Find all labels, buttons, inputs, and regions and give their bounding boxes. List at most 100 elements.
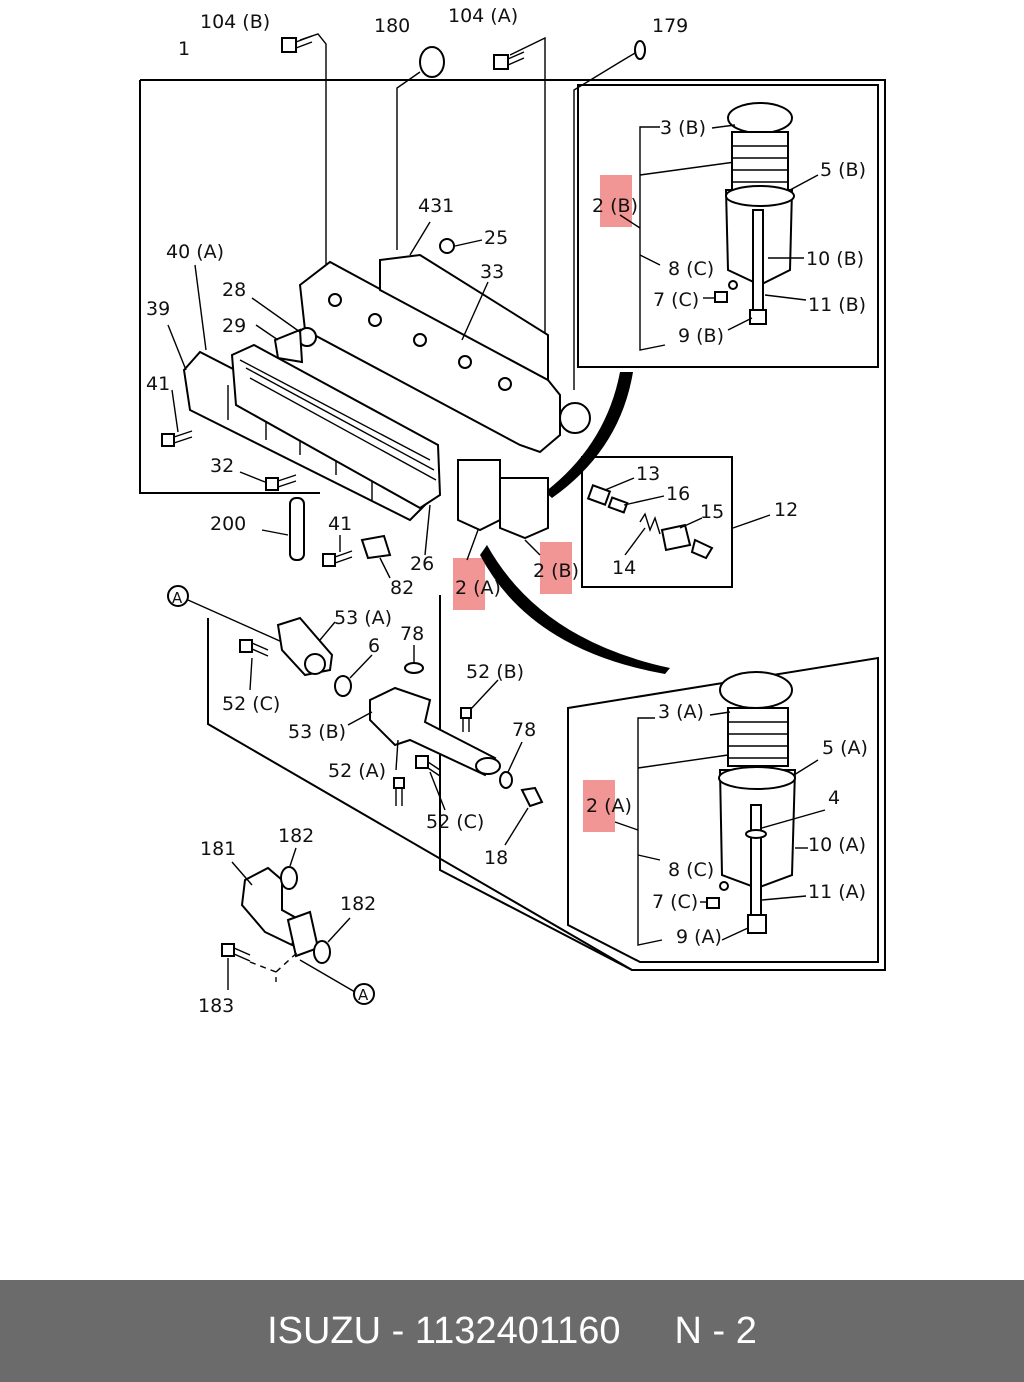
ring-3a-icon — [719, 671, 793, 709]
leader-52c-a — [249, 657, 253, 691]
label-52b: 52 (B) — [466, 661, 524, 683]
label-9a: 9 (A) — [676, 926, 722, 948]
callout-a-top-icon — [167, 585, 189, 607]
label-181: 181 — [200, 838, 236, 860]
label-11b: 11 (B) — [808, 294, 866, 316]
screw-15-end — [690, 538, 714, 560]
pipe-200 — [289, 497, 305, 561]
bracket-filter-a-top — [637, 754, 729, 769]
label-16: 16 — [666, 483, 690, 505]
arc-arrow-top — [545, 372, 633, 498]
washer-8c-a-icon — [719, 881, 729, 891]
label-callout-a-bottom: A — [358, 986, 369, 1004]
o-ring-78-top-icon — [404, 662, 424, 674]
label-12: 12 — [774, 499, 798, 521]
leader-26 — [424, 504, 431, 556]
leader-179 — [573, 49, 641, 390]
shaft-11b — [752, 209, 764, 311]
leader-29 — [255, 324, 279, 341]
plate-29 — [273, 328, 304, 364]
label-26: 26 — [410, 553, 434, 575]
element-5a-pleats-icon — [728, 721, 788, 759]
leader-41a — [171, 389, 179, 433]
leader-callout-a-bottom — [299, 959, 356, 993]
leader-9a — [721, 927, 749, 941]
label-2a-bottom: 2 (A) — [586, 795, 632, 817]
label-7c-b: 7 (C) — [653, 289, 699, 311]
leader-28 — [251, 297, 301, 333]
plug-7c-a — [706, 897, 720, 909]
label-39: 39 — [146, 298, 170, 320]
leader-181 — [231, 861, 253, 886]
bolt-41-top-icon — [161, 430, 193, 447]
label-29: 29 — [222, 315, 246, 337]
o-ring-182-top-icon — [280, 866, 298, 890]
highlight-2b-top — [600, 175, 632, 227]
label-28: 28 — [222, 279, 246, 301]
label-78-bottom: 78 — [512, 719, 536, 741]
bolt-52c-a-icon — [239, 639, 269, 657]
shaft-11a — [750, 804, 762, 916]
label-180: 180 — [374, 15, 410, 37]
bolt-183-icon — [221, 943, 251, 962]
label-3a: 3 (A) — [658, 701, 704, 723]
highlight-2a-mid — [453, 558, 485, 610]
inset-filter-a — [567, 656, 879, 963]
plug-7c-b — [714, 291, 728, 303]
bolt-32-icon — [265, 474, 297, 491]
label-14: 14 — [612, 557, 636, 579]
leader-52c-b — [429, 771, 446, 811]
bolt-104a-icon — [493, 51, 525, 70]
leader-82 — [379, 557, 391, 579]
leader-32 — [239, 471, 266, 483]
label-182-bottom: 182 — [340, 893, 376, 915]
leader-104a — [509, 36, 546, 380]
label-53b: 53 (B) — [288, 721, 346, 743]
o-ring-78-bottom-icon — [499, 771, 513, 789]
element-5a — [727, 707, 789, 767]
label-11a: 11 (A) — [808, 881, 866, 903]
leader-39 — [167, 324, 187, 371]
spring-14-icon — [639, 512, 661, 535]
leader-15 — [679, 517, 703, 529]
ring-3b-icon — [727, 102, 793, 134]
case-10b-rim-icon — [725, 185, 795, 207]
bolt-41-lower-icon — [322, 550, 353, 567]
leader-52b — [469, 679, 499, 711]
label-3b: 3 (B) — [660, 117, 706, 139]
label-179: 179 — [652, 15, 688, 37]
label-25: 25 — [484, 227, 508, 249]
label-4: 4 — [828, 787, 840, 809]
fitting-18 — [520, 786, 544, 808]
case-10a-rim-icon — [718, 766, 796, 790]
leader-2a-mid — [466, 529, 479, 561]
leader-4 — [761, 809, 826, 829]
highlight-2b-mid — [540, 542, 572, 594]
footer-page-code: N - 2 — [674, 1309, 757, 1352]
leader-53a — [319, 621, 336, 641]
label-6: 6 — [368, 635, 380, 657]
plug-13 — [586, 484, 612, 506]
leader-182b — [327, 917, 351, 943]
washer-8c-b-icon — [728, 280, 738, 290]
label-52c-top: 52 (C) — [222, 693, 280, 715]
label-callout-a-top: A — [172, 589, 183, 607]
label-18: 18 — [484, 847, 508, 869]
frame-group-1 — [139, 79, 886, 971]
housing-bosses-icon — [328, 293, 512, 391]
o-ring-179-icon — [634, 40, 646, 60]
leader-3a — [709, 711, 731, 716]
leader-40a — [194, 264, 207, 351]
flange-53b-end-icon — [475, 757, 501, 775]
label-53a: 53 (A) — [334, 607, 392, 629]
leader-431 — [409, 221, 431, 256]
label-41-lower: 41 — [328, 513, 352, 535]
label-10a: 10 (A) — [808, 834, 866, 856]
o-ring-180-icon — [419, 46, 445, 78]
leader-104b — [299, 33, 327, 270]
flange-53a-port-icon — [304, 653, 326, 675]
label-8c-b: 8 (C) — [668, 258, 714, 280]
label-1: 1 — [178, 38, 190, 60]
label-9b: 9 (B) — [678, 325, 724, 347]
label-10b: 10 (B) — [806, 248, 864, 270]
